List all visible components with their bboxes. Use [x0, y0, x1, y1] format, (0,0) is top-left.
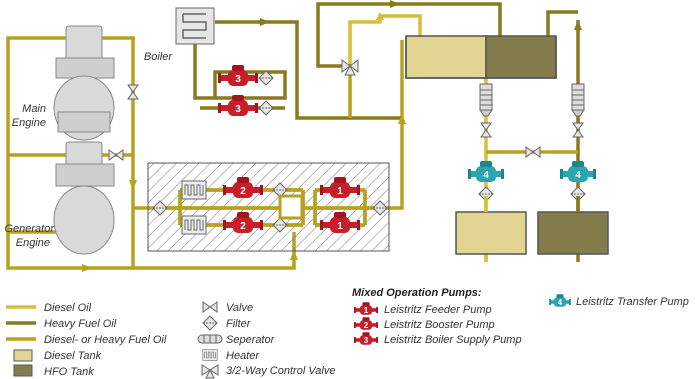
diesel-separator-icon — [479, 83, 493, 117]
legend-booster-pump-label: Leistritz Booster Pump — [384, 319, 495, 331]
feeder-pump-upper-number: 1 — [337, 186, 343, 197]
generator-engine — [53, 141, 115, 255]
legend-transfer-pump-label: Leistritz Transfer Pump — [576, 296, 689, 308]
legend-separator-icon — [197, 334, 223, 344]
cross-transfer-valve — [525, 146, 541, 158]
legend-boiler-pump-label: Leistritz Boiler Supply Pump — [384, 334, 522, 346]
legend-mixed-label: Diesel- or Heavy Fuel Oil — [44, 334, 167, 346]
transfer-pump-hfo-number: 4 — [575, 170, 581, 181]
legend-feeder-pump-number: 1 — [364, 306, 369, 315]
boiler-pump-lower-filter — [258, 100, 274, 116]
legend-hfo-label: Heavy Fuel Oil — [44, 318, 117, 330]
module-mixing-box — [278, 194, 304, 220]
boiler-pump-upper-number: 3 — [235, 74, 241, 85]
gen-engine-valve — [108, 149, 124, 161]
transfer-pump-diesel-number: 4 — [483, 170, 489, 181]
main-engine-label-line1: Main — [22, 103, 46, 115]
boiler — [175, 7, 215, 45]
feeder-pump-lower-number: 1 — [337, 221, 343, 232]
hfo-storage-tank — [537, 211, 609, 255]
legend-boiler-pump-number: 3 — [364, 336, 369, 345]
legend-pumps-title: Mixed Operation Pumps: — [352, 287, 482, 299]
gen-engine-label-line1: Generator — [4, 223, 55, 235]
legend-diesel-label: Diesel Oil — [44, 302, 92, 314]
legend-filter-icon — [202, 315, 218, 331]
diesel-day-tank — [405, 35, 487, 79]
booster-pump-lower-number: 2 — [240, 221, 246, 232]
legend-filter-label: Filter — [226, 318, 252, 330]
legend-heater-icon — [202, 349, 218, 361]
gen-engine-label-line2: Engine — [16, 237, 50, 249]
legend-hfo-tank-label: HFO Tank — [44, 366, 94, 378]
main-engine-valve — [127, 84, 139, 100]
legend-feeder-pump-label: Leistritz Feeder Pump — [384, 304, 492, 316]
hfo-separator-icon — [571, 83, 585, 117]
legend-hfo-tank-swatch — [13, 364, 33, 377]
legend-diesel-tank-label: Diesel Tank — [44, 350, 102, 362]
legend-three-way-valve-label: 3/2-Way Control Valve — [226, 365, 335, 377]
legend-booster-pump-number: 2 — [364, 321, 369, 330]
diesel-storage-tank — [455, 211, 527, 255]
three-way-control-valve — [341, 59, 359, 76]
booster-pump-upper-number: 2 — [240, 186, 246, 197]
hfo-tank-top-pipe — [546, 10, 578, 38]
boiler-pump-lower-number: 3 — [235, 104, 241, 115]
hfo-top-loop-pipe — [316, 2, 502, 40]
heater-lower-icon — [181, 215, 207, 235]
hfo-line-valve — [572, 122, 584, 138]
legend-separator-label: Seperator — [226, 334, 276, 346]
legend: Diesel Oil Heavy Fuel Oil Diesel- or Hea… — [6, 287, 689, 379]
legend-three-way-valve-icon — [201, 364, 219, 379]
heater-upper-icon — [181, 180, 207, 200]
legend-transfer-pump-number: 4 — [558, 298, 563, 307]
legend-heater-label: Heater — [226, 350, 260, 362]
diesel-line-valve — [480, 122, 492, 138]
legend-valve-icon — [202, 301, 218, 313]
legend-diesel-tank-swatch — [13, 349, 33, 362]
boiler-label: Boiler — [144, 51, 173, 63]
hfo-fill-pipe — [316, 40, 350, 68]
boiler-return-pipe — [193, 44, 287, 100]
main-engine — [53, 25, 115, 141]
legend-valve-label: Valve — [226, 302, 253, 314]
hfo-day-tank — [485, 35, 557, 79]
main-engine-label-line2: Engine — [12, 117, 46, 129]
